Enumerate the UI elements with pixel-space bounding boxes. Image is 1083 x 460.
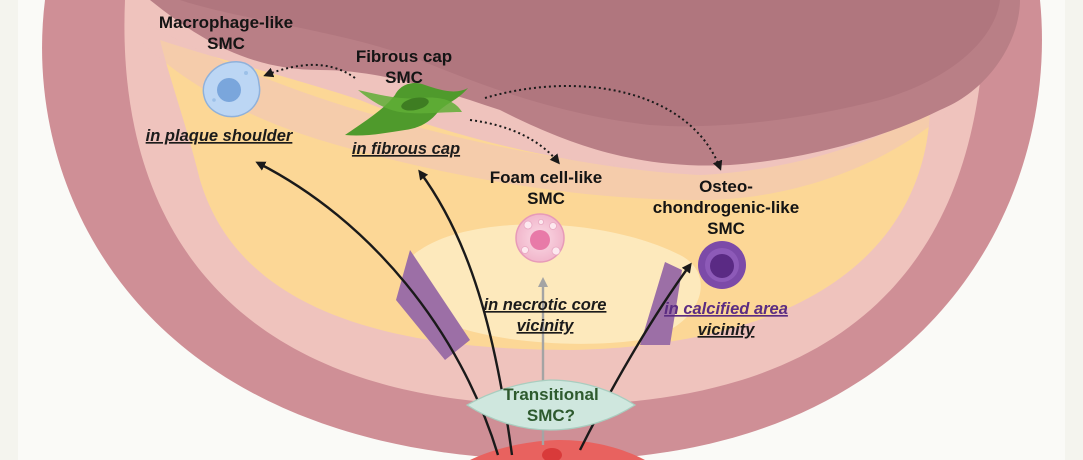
osteo-label-line3: SMC: [707, 219, 745, 238]
foam-cell-like-smc-cell: [515, 213, 565, 263]
necrotic-core: [403, 224, 701, 344]
arrow-to-osteo: [578, 262, 692, 451]
foam-label-line2: SMC: [527, 189, 565, 208]
lumen-inner: [180, 0, 1000, 127]
osteo-location-label-line2: vicinity: [698, 321, 756, 339]
dotted-arrow-to-foam: [469, 119, 560, 165]
foam-location-label-line1: in necrotic core: [484, 296, 607, 314]
osteo-label-line1: Osteo-: [699, 177, 753, 196]
fibrous-cap-smc-cell: [345, 83, 468, 136]
osteo-chondrogenic-like-smc-cell: [698, 241, 746, 289]
macrophage-location-label: in plaque shoulder: [146, 127, 294, 145]
transitional-label-line1: Transitional: [503, 385, 598, 404]
fibrous-cap-label-line1: Fibrous cap: [356, 47, 452, 66]
macrophage-label-line1: Macrophage-like: [159, 13, 293, 32]
osteo-location-label-line1: in calcified area: [664, 300, 788, 318]
fibrous-cap-location-label: in fibrous cap: [352, 140, 460, 158]
macrophage-like-smc-cell: [202, 61, 261, 118]
medial-smc-nucleus: [542, 448, 562, 460]
calcification-left: [396, 250, 470, 360]
transitional-label-line2: SMC?: [527, 406, 575, 425]
osteo-label-line2: chondrogenic-like: [653, 198, 799, 217]
transitional-smc-shape: [465, 379, 637, 431]
fibrous-cap-label-line2: SMC: [385, 68, 423, 87]
foam-location-label-line2: vicinity: [517, 317, 575, 335]
foam-label-line1: Foam cell-like: [490, 168, 602, 187]
macrophage-label-line2: SMC: [207, 34, 245, 53]
dotted-arrow-to-osteo: [484, 84, 723, 171]
